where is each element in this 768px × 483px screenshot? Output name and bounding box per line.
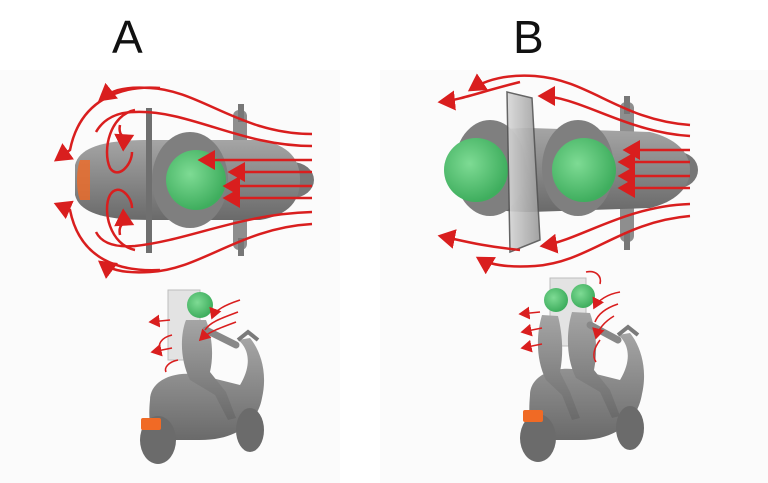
airflow-arrow	[105, 188, 136, 252]
airflow-arrow	[53, 86, 161, 162]
panel-b-side-view	[520, 277, 645, 462]
airflow-arrow	[94, 110, 313, 148]
rider-body	[181, 320, 236, 420]
handlebar-grip	[238, 238, 244, 256]
airflow-arrow	[537, 86, 691, 138]
airflow-arrow	[539, 202, 691, 254]
airflow-arrow	[148, 314, 171, 328]
handlebar-grip	[238, 104, 244, 122]
rider-body	[567, 312, 620, 418]
front-wheel	[236, 408, 264, 452]
airflow-arrow	[114, 208, 135, 236]
airflow-arrow	[150, 343, 173, 357]
handlebar-grip	[624, 96, 630, 114]
panel-b-airflow	[437, 73, 691, 275]
rear-wheel	[520, 414, 556, 462]
helmet-icon	[187, 292, 213, 318]
airflow-arrow	[204, 311, 239, 331]
airflow-arrow	[94, 210, 313, 248]
panel-b-top-view	[444, 91, 698, 254]
airflow-arrow	[518, 306, 541, 320]
airflow-arrow	[594, 303, 619, 323]
airflow-arrow	[520, 339, 543, 353]
airflow-arrow	[437, 229, 521, 252]
airflow-arrow	[585, 270, 602, 285]
windshield	[506, 91, 541, 254]
panel-a-side-view	[140, 289, 265, 464]
airflow-arrow	[437, 80, 521, 111]
windshield	[146, 108, 152, 253]
helmet-icon	[544, 288, 568, 312]
airflow-arrow	[475, 214, 691, 275]
airflow-arrow	[467, 73, 691, 127]
handlebar	[616, 324, 640, 337]
airflow-arrow	[592, 315, 615, 340]
panel-a-label: A	[112, 11, 143, 63]
tail-light	[77, 160, 90, 200]
passenger-body	[537, 315, 580, 420]
panel-b-label: B	[513, 11, 544, 63]
tail-light	[141, 418, 161, 430]
panel-a-airflow	[53, 82, 313, 279]
helmet-icon	[571, 284, 595, 308]
airflow-arrow	[592, 291, 621, 310]
panel-a-side-airflow	[148, 299, 241, 373]
airflow-arrow	[520, 323, 543, 337]
tail-light	[523, 410, 543, 422]
panel-b-side-airflow	[518, 270, 621, 363]
airflow-arrow	[98, 82, 313, 136]
helmet-icon	[444, 138, 508, 202]
airflow-arrow	[53, 200, 161, 272]
helmet-icon	[552, 138, 616, 202]
handlebar-grip	[624, 232, 630, 250]
airflow-arrow	[97, 222, 313, 279]
airflow-arrow	[114, 124, 135, 152]
airflow-arrow	[105, 108, 136, 174]
airflow-arrow	[209, 299, 241, 320]
airflow-arrow	[593, 339, 601, 363]
front-wheel	[616, 406, 644, 450]
airflow-arrow	[164, 359, 179, 373]
handlebar	[236, 329, 260, 342]
airflow-arrow	[198, 321, 237, 342]
